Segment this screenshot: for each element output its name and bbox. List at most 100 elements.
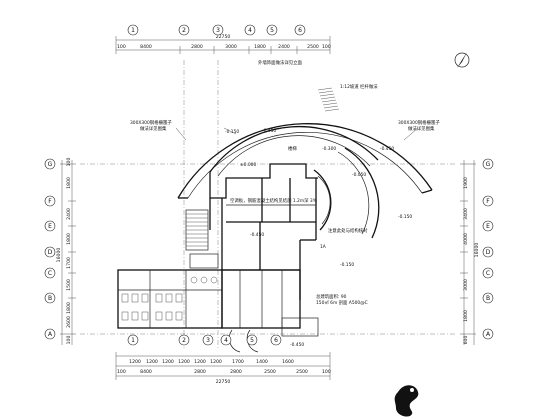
axis-label: 6 [274,337,278,344]
elevation-mark: -0.300 [322,146,336,152]
bottom-dim-seg: 1200 [129,359,141,365]
north-arrow-icon [454,52,470,68]
bottom-dim-seg: 2500 [264,369,276,375]
bottom-dim-seg: 8400 [140,369,152,375]
bottom-dim-seg: 2500 [296,369,308,375]
left-dim-seg: 1500 [66,279,72,291]
annotation-mid: 空调板，钢筋混凝土结构见结施 1.2m深 3% [230,197,317,204]
right-dimension-chain: 16000 1900 3400 4000 3000 1800 600 [460,160,480,345]
right-dim-seg: 3400 [463,208,469,220]
annotation-area-2: 150㎡ 6m 剖面 A500@C [316,299,368,306]
axis-label: 3 [206,337,210,344]
toilet-fixtures [121,276,218,321]
section-mark: 1A [320,244,326,250]
top-dim-seg: 2800 [191,44,203,50]
right-dim-seg: 3000 [463,279,469,291]
axis-label: 4 [224,337,228,344]
grid-axes [80,60,455,350]
axis-label: 5 [270,27,274,34]
left-overall-dim: 16000 [56,248,62,263]
axis-label: 4 [248,27,252,34]
annotation-grating-right-sub: 做法详见图集 [408,125,435,132]
axis-label: F [486,198,490,205]
left-dimension-chain: 16000 100 1800 2400 1800 1700 1500 1800 … [56,158,76,345]
top-dim-seg: 2400 [278,44,290,50]
axis-label: C [48,270,52,277]
axis-label: D [486,249,491,256]
left-dim-seg: 2400 [66,208,72,220]
bottom-dim-seg: 1200 [178,359,190,365]
elevation-mark: -0.150 [398,214,412,220]
axis-label: 5 [250,337,254,344]
axis-label: B [486,295,490,302]
axis-label: E [486,223,490,230]
top-dim-seg: 3000 [225,44,237,50]
axis-bubble [178,24,190,36]
annotation-lobby: 注意此处与结构核对 [328,227,368,234]
bottom-dim-seg: 100 [322,369,331,375]
bottom-dimension-chain: 1200 1200 1200 1200 1200 1200 1700 1400 … [115,352,331,385]
left-dim-seg: 2600 [66,316,72,328]
bottom-dim-seg: 2800 [194,369,206,375]
curved-wing [177,87,433,199]
top-dim-seg: 8400 [140,44,152,50]
stair [185,209,209,251]
annotation-area-1: 总建筑面积: 90 [316,293,347,300]
axis-label: A [486,331,491,338]
elevation-mark: -0.450 [380,146,394,152]
annotation-grating-right: 300X300钢格栅篦子 [398,119,440,126]
left-dim-seg: 1800 [66,177,72,189]
annotation-grating-left-sub: 做法详见图集 [140,125,167,132]
axis-label: F [48,198,52,205]
elevation-mark: -0.450 [250,232,264,238]
axis-label: A [48,331,53,338]
axis-bubble [266,24,278,36]
bottom-dim-seg: 1200 [210,359,222,365]
axis-label: G [486,161,491,168]
bottom-dim-seg: 100 [117,369,126,375]
elevation-mark: -0.050 [352,172,366,178]
axis-label: G [48,161,53,168]
axis-label: 3 [216,27,220,34]
axis-label: E [48,223,52,230]
top-dim-seg: 100 [117,44,126,50]
ramp-stair [317,87,340,112]
axis-bubble [244,24,256,36]
top-dim-seg: 2500 [307,44,319,50]
bottom-dim-seg: 1400 [256,359,268,365]
axis-label: 6 [298,27,302,34]
left-dim-seg: 100 [66,158,72,167]
axis-label: 2 [182,337,186,344]
building-walls [117,163,319,353]
elevation-mark: -0.450 [262,128,276,134]
annotation-grating-left: 300X300钢格栅篦子 [130,119,172,126]
left-dim-seg: 100 [66,336,72,345]
right-dim-seg: 1900 [463,177,469,189]
axis-label: C [486,270,490,277]
top-dim-seg: 1800 [254,44,266,50]
right-dim-seg: 4000 [463,233,469,245]
axis-bubble [127,24,139,36]
bottom-dim-seg: 2800 [230,369,242,375]
bottom-dim-seg: 1200 [146,359,158,365]
top-dim-seg: 100 [322,44,331,50]
bottom-dim-seg: 1700 [232,359,244,365]
left-dim-seg: 1800 [66,302,72,314]
right-axis-bubbles: G F E D C B A [482,158,494,340]
bottom-dim-seg: 1200 [162,359,174,365]
elevation-mark: -0.150 [340,262,354,268]
bottom-overall-dim: 22750 [216,379,231,385]
site-logo-icon [394,385,419,417]
axis-label: B [48,295,52,302]
axis-bubble [294,24,306,36]
bottom-dim-seg: 1200 [194,359,206,365]
top-dimension-chain: 22750 100 8400 2800 3000 1800 2400 2500 … [115,34,331,54]
lobby-curved-walls [313,147,380,239]
left-dim-seg: 1800 [66,233,72,245]
elevation-mark: -0.450 [290,342,304,348]
toilet-block [117,269,223,329]
top-overall-dim: 22750 [216,34,231,40]
annotation-curve: 外墙饰面做法详见立面 [258,59,303,66]
left-axis-bubbles: G F E D C B A [44,158,56,340]
